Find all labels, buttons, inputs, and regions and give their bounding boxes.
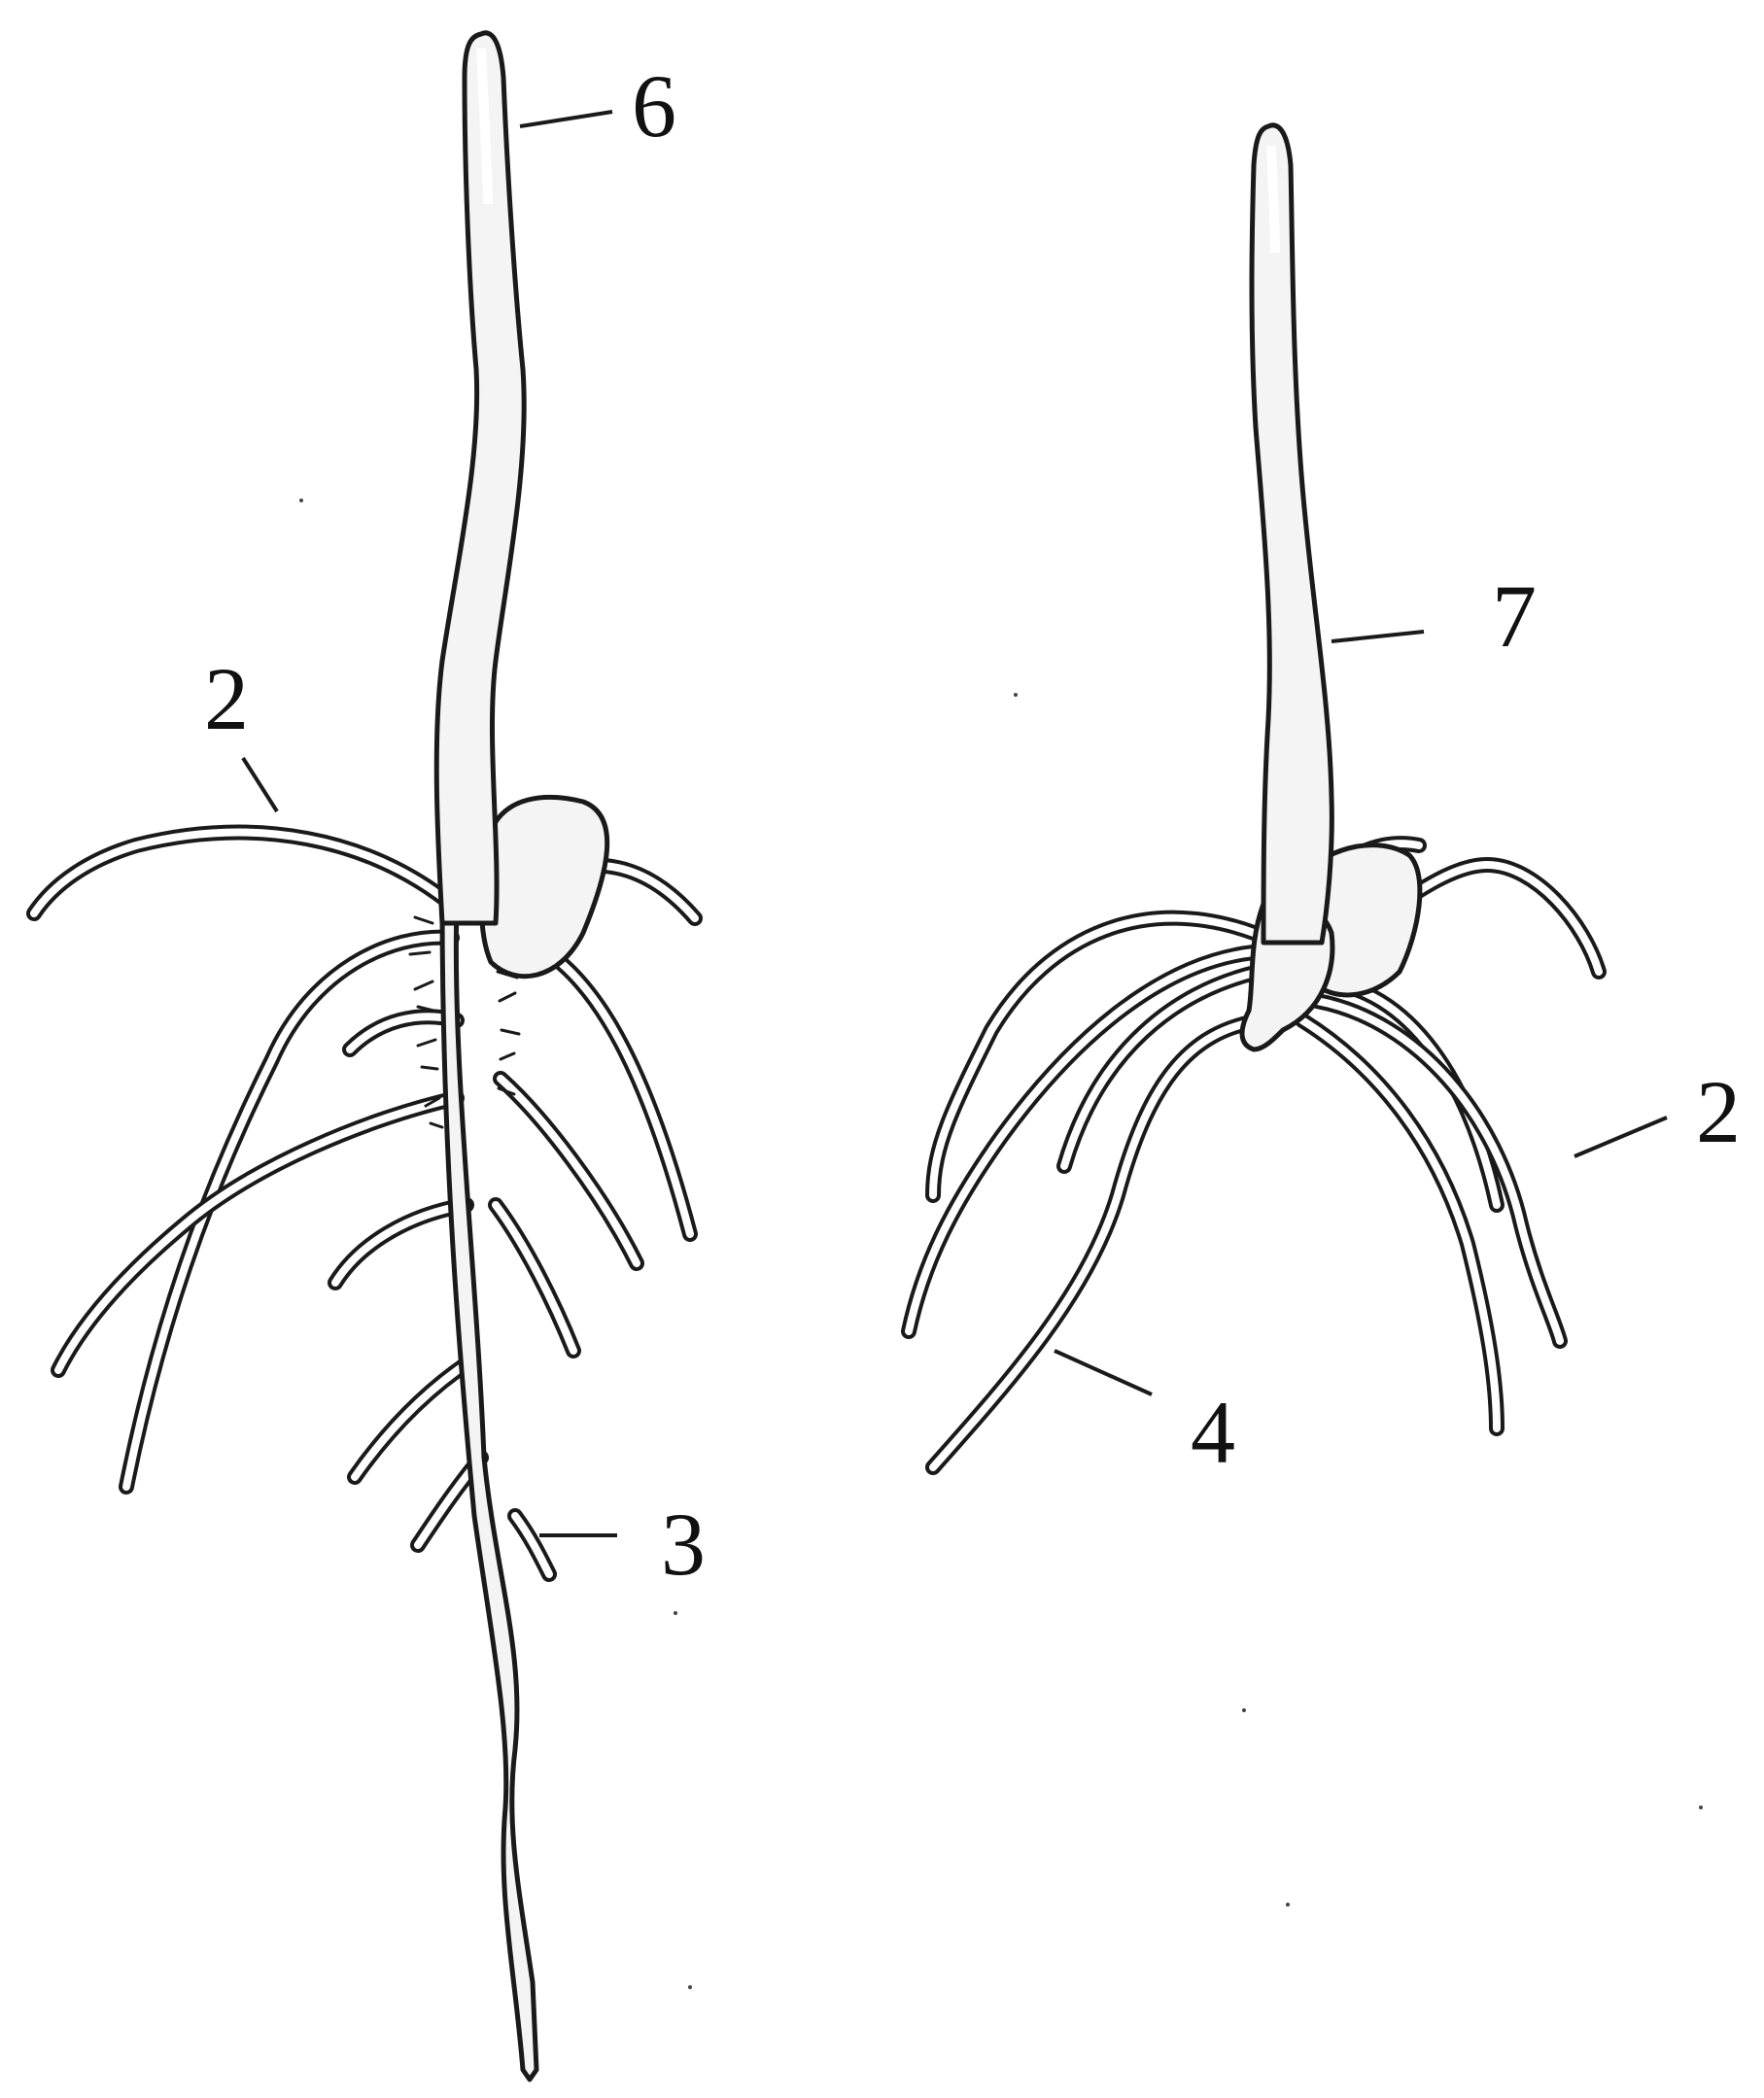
label-adventitious-root: 4 [1191,1383,1235,1482]
left-seedling [34,33,695,2080]
labels: 6 2 3 7 2 4 [204,56,1741,1594]
left-coleoptile [436,33,524,923]
leader-7 [1332,632,1424,641]
leader-2-right [1574,1118,1667,1156]
label-coleoptile: 6 [632,56,676,155]
label-stem: 7 [1492,567,1537,666]
label-seminal-root-right: 2 [1696,1062,1741,1161]
right-seedling [909,125,1599,1467]
label-seminal-root-left: 2 [204,649,249,748]
leader-2-left [243,758,277,811]
leader-6 [520,112,612,126]
right-stem [1252,125,1332,943]
label-primary-root: 3 [661,1495,706,1594]
right-stem-highlight [1271,146,1275,253]
left-seminal-roots [34,833,481,1545]
left-grain [482,797,607,976]
leader-4 [1055,1351,1152,1394]
